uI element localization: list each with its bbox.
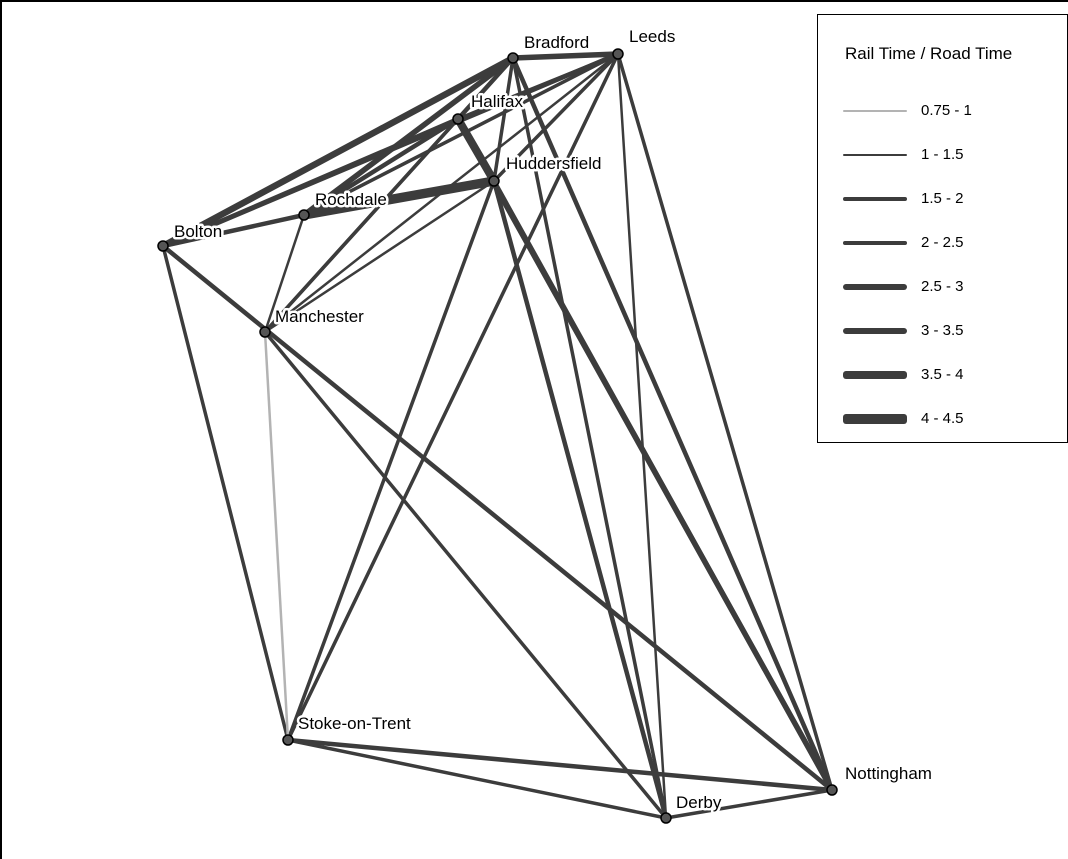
legend-label-1: 1 - 1.5 [921, 146, 964, 163]
link-huddersfield-rochdale [299, 176, 499, 220]
legend-swatch-1 [843, 153, 907, 157]
link-bradford-huddersfield [492, 56, 515, 183]
link-huddersfield-nottingham [491, 178, 835, 793]
link-halifax-manchester [263, 117, 460, 334]
legend-swatch-3 [843, 240, 907, 246]
legend-item-2: 1.5 - 2 [843, 189, 1043, 209]
link-rochdale-manchester [263, 213, 306, 334]
city-node-stoke-on-trent [282, 734, 294, 746]
legend-swatch-6 [843, 371, 907, 379]
legend-label-3: 2 - 2.5 [921, 234, 964, 251]
city-node-halifax [452, 113, 464, 125]
links-layer [159, 51, 835, 821]
legend-item-1: 1 - 1.5 [843, 145, 1043, 165]
link-bolton-nottingham [160, 243, 835, 793]
link-bradford-rochdale [301, 55, 516, 218]
legend-swatch-2 [843, 197, 907, 201]
city-node-rochdale [298, 209, 310, 221]
link-bradford-derby [511, 56, 668, 820]
nodes-layer [157, 48, 838, 824]
link-manchester-derby [263, 330, 668, 820]
link-bradford-leeds [510, 51, 621, 61]
legend-item-6: 3.5 - 4 [843, 365, 1043, 385]
legend-item-3: 2 - 2.5 [843, 233, 1043, 253]
link-leeds-derby [616, 52, 668, 820]
legend-swatch-4 [843, 284, 907, 290]
city-label-rochdale: Rochdale [315, 190, 387, 209]
link-manchester-stoke-on-trent [263, 330, 290, 742]
legend-item-7: 4 - 4.5 [843, 409, 1043, 429]
link-rochdale-bolton [160, 212, 307, 249]
city-label-stoke-on-trent: Stoke-on-Trent [298, 714, 411, 733]
city-label-leeds: Leeds [629, 27, 675, 46]
link-bradford-nottingham [510, 55, 835, 793]
legend-item-0: 0.75 - 1 [843, 101, 1043, 121]
city-label-bolton: Bolton [174, 222, 222, 241]
labels-layer: Bradford Leeds Halifax Huddersfield Roch… [172, 25, 935, 815]
legend-label-6: 3.5 - 4 [921, 366, 964, 383]
link-leeds-huddersfield [492, 52, 620, 183]
link-leeds-rochdale [302, 52, 620, 217]
city-node-nottingham [826, 784, 838, 796]
link-huddersfield-stoke-on-trent [286, 179, 496, 742]
link-halifax-rochdale [301, 116, 461, 218]
legend-swatch-5 [843, 327, 907, 335]
city-label-manchester: Manchester [275, 307, 364, 326]
link-huddersfield-manchester [263, 179, 496, 334]
city-node-manchester [259, 326, 271, 338]
legend: Rail Time / Road Time 0.75 - 1 1 - 1.5 1… [817, 14, 1068, 443]
legend-item-5: 3 - 3.5 [843, 321, 1043, 341]
link-bolton-stoke-on-trent [161, 244, 290, 742]
legend-label-0: 0.75 - 1 [921, 102, 972, 119]
link-huddersfield-derby [491, 178, 669, 821]
city-node-bradford [507, 52, 519, 64]
link-halifax-bolton [160, 116, 461, 249]
city-node-huddersfield [488, 175, 500, 187]
city-label-halifax: Halifax [471, 92, 523, 111]
legend-swatch-7 [843, 414, 907, 424]
link-derby-nottingham [664, 788, 834, 820]
link-leeds-stoke-on-trent [286, 52, 620, 742]
legend-label-5: 3 - 3.5 [921, 322, 964, 339]
link-leeds-nottingham [616, 52, 834, 792]
legend-title: Rail Time / Road Time [845, 44, 1013, 63]
city-label-huddersfield: Huddersfield [506, 154, 601, 173]
legend-item-4: 2.5 - 3 [843, 277, 1043, 297]
legend-label-4: 2.5 - 3 [921, 278, 964, 295]
legend-label-7: 4 - 4.5 [921, 410, 964, 427]
link-bradford-bolton [159, 54, 517, 250]
city-label-nottingham: Nottingham [845, 764, 932, 783]
legend-swatch-0 [843, 109, 907, 113]
city-label-derby: Derby [676, 793, 722, 812]
link-stoke-on-trent-derby [286, 738, 668, 820]
city-node-derby [660, 812, 672, 824]
link-stoke-on-trent-nottingham [285, 737, 835, 793]
city-label-bradford: Bradford [524, 33, 589, 52]
city-node-bolton [157, 240, 169, 252]
city-node-leeds [612, 48, 624, 60]
legend-label-2: 1.5 - 2 [921, 190, 964, 207]
